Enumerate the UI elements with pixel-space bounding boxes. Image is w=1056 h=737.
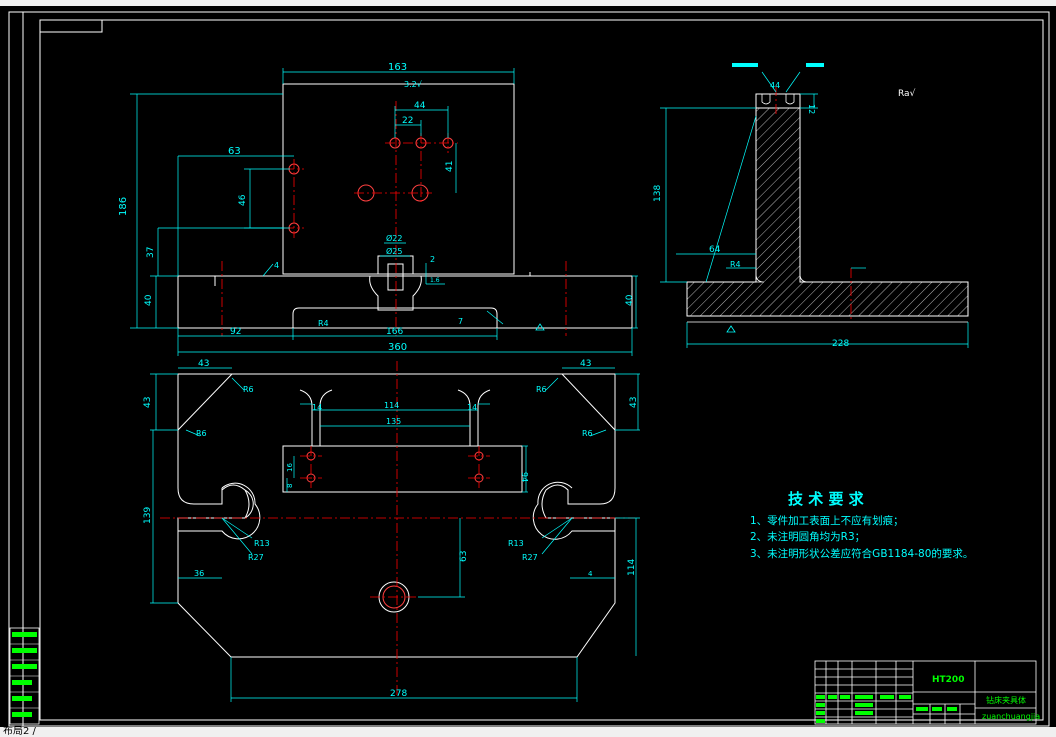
- dim-dia-top: Ø22: [386, 233, 402, 243]
- roughness-note: Ra√: [898, 88, 916, 99]
- dim-left-x: 92: [230, 327, 241, 337]
- front-view: 163 3.2√ 186 63 44 22 41 46 37 40 40 92 …: [118, 62, 638, 356]
- dim-hole-v1: 41: [445, 161, 455, 172]
- top-toolbar-strip: [0, 0, 1056, 6]
- dim-small-7: 7: [458, 317, 463, 326]
- plan-dim-total-height: 139: [143, 507, 153, 524]
- dim-radius-slot: R4: [318, 319, 329, 328]
- tech-req-item-1: 1、零件加工表面上不应有划痕；: [750, 514, 904, 527]
- plan-r6-2: R6: [536, 385, 547, 394]
- dim-left-offset: 63: [228, 146, 241, 157]
- layout-tab[interactable]: 布局2 /: [0, 727, 1056, 737]
- title-part-name: 钻床夹具体: [986, 695, 1026, 705]
- plan-dim-corner-right-v: 43: [629, 397, 639, 408]
- plan-dim-corner-left: 43: [198, 359, 209, 369]
- plan-dim-hole-16: 16: [286, 463, 294, 472]
- side-dim-web: 64: [709, 245, 721, 255]
- plan-dim-center-63: 63: [459, 551, 469, 562]
- plan-dim-hole-8: 8: [286, 484, 294, 488]
- plan-dim-right-small: 4: [588, 570, 593, 578]
- side-section-view: 138 64 R4 228 12 44 Ra√: [653, 63, 969, 349]
- slot-note: 1.6: [430, 277, 440, 284]
- plan-dim-bottom-width: 278: [390, 689, 407, 699]
- side-dim-groove: 44: [770, 81, 780, 90]
- cad-drawing: 163 3.2√ 186 63 44 22 41 46 37 40 40 92 …: [8, 11, 1050, 727]
- dim-hole-v2: 46: [238, 194, 248, 206]
- tech-requirements: 技 术 要 求 1、零件加工表面上不应有划痕； 2、未注明圆角均为R3； 3、未…: [750, 490, 973, 560]
- plan-r13-left: R13: [254, 539, 270, 548]
- dim-dia-mid: Ø25: [386, 246, 402, 256]
- side-dim-width: 228: [832, 339, 849, 349]
- plan-slot-14-left: 14: [312, 403, 322, 412]
- dim-small-2: 2: [430, 255, 435, 264]
- plan-view: 43 43 43 43 R6 R6 R6 R6 14 14 114 135 94…: [143, 359, 640, 702]
- tech-req-title: 技 术 要 求: [788, 490, 865, 508]
- title-material: HT200: [932, 675, 964, 685]
- plan-slot-14-right: 14: [467, 403, 477, 412]
- side-dim-top: 12: [807, 104, 816, 114]
- dim-holes-width: 44: [414, 101, 426, 111]
- dim-total-width: 360: [388, 342, 407, 353]
- left-side-strip: [9, 627, 40, 725]
- plan-r6-1: R6: [243, 385, 254, 394]
- plan-dim-right-114: 114: [627, 559, 637, 576]
- plan-r6-3: R6: [196, 429, 207, 438]
- title-code: zuanchuangjia: [982, 712, 1040, 721]
- dim-base-step: 37: [146, 247, 156, 258]
- plan-r27-left: R27: [248, 553, 264, 562]
- dim-base-height-right: 40: [625, 294, 635, 306]
- dim-small-4: 4: [274, 261, 279, 270]
- plan-dim-left-36: 36: [194, 569, 204, 578]
- dim-base-height-left: 40: [144, 294, 154, 306]
- side-dim-radius: R4: [730, 260, 741, 269]
- tech-req-item-3: 3、未注明形状公差应符合GB1184-80的要求。: [750, 547, 973, 560]
- side-dim-height: 138: [653, 185, 663, 202]
- plan-r13-right: R13: [508, 539, 524, 548]
- plan-dim-114: 114: [384, 401, 399, 410]
- dim-height-total: 186: [118, 197, 129, 216]
- tech-req-item-2: 2、未注明圆角均为R3；: [750, 530, 865, 543]
- drawing-canvas[interactable]: 163 3.2√ 186 63 44 22 41 46 37 40 40 92 …: [0, 6, 1056, 727]
- dim-holes-spacing: 22: [402, 116, 413, 126]
- plan-dim-corner-right: 43: [580, 359, 591, 369]
- plan-r27-right: R27: [522, 553, 538, 562]
- plan-dim-135: 135: [386, 417, 401, 426]
- roughness-top: 3.2√: [404, 80, 423, 89]
- plan-dim-corner-left-v: 43: [143, 397, 153, 408]
- plan-r6-4: R6: [582, 429, 593, 438]
- layout-tab-label[interactable]: 布局2 /: [3, 726, 36, 737]
- drawing-frame: [8, 11, 1050, 727]
- dim-top-width: 163: [388, 62, 407, 73]
- title-block: HT200 钻床夹具体 zuanchuangjia: [814, 660, 1040, 725]
- dim-slot-width: 166: [386, 327, 403, 337]
- plan-dim-94: 94: [520, 472, 529, 482]
